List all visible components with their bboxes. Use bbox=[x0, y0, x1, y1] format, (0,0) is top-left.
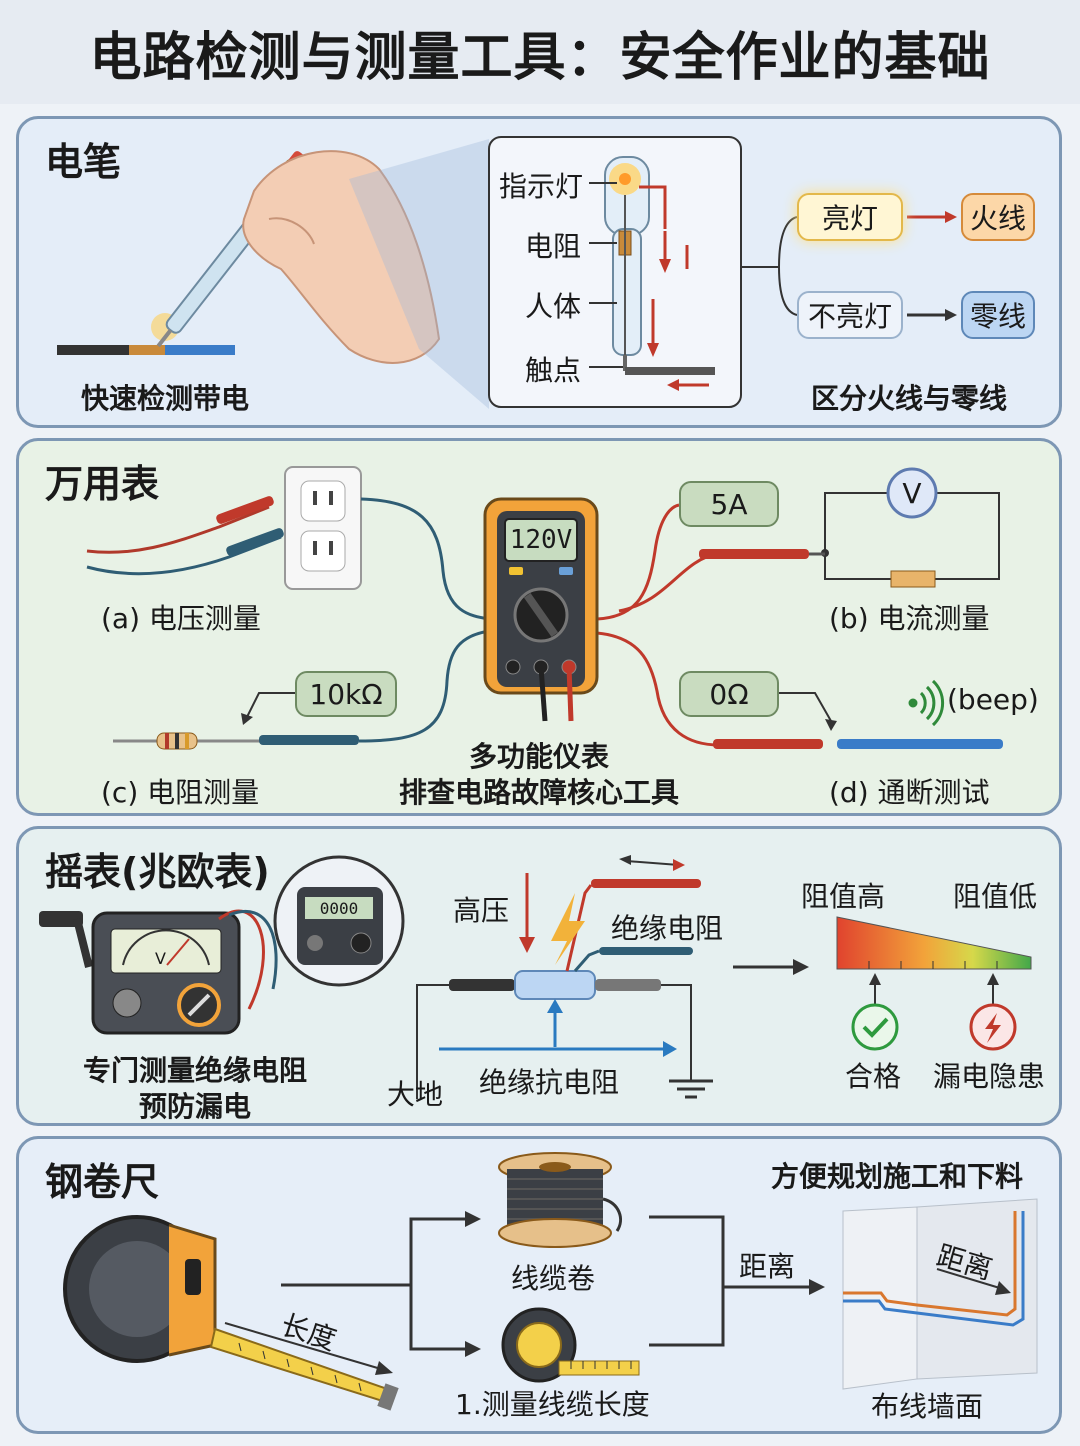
wiring-blue-line bbox=[843, 1211, 1025, 1327]
tape-caption-top: 方便规划施工和下料 bbox=[771, 1160, 1024, 1193]
wire-copper bbox=[129, 345, 165, 355]
contact-wire bbox=[625, 367, 715, 375]
panel-megger: 摇表(兆欧表) 0000 V 专门测量绝缘电阻 预防漏电 高压 绝缘电阻 大地 … bbox=[16, 826, 1062, 1126]
label-continuity: (d) 通断测试 bbox=[829, 776, 990, 809]
beep-icon bbox=[908, 679, 945, 727]
megger-caption-2: 预防漏电 bbox=[138, 1090, 251, 1123]
wiring-orange-line bbox=[843, 1211, 1017, 1317]
tape-title: 钢卷尺 bbox=[45, 1160, 160, 1204]
page-title: 电路检测与测量工具：安全作业的基础 bbox=[0, 0, 1080, 104]
label-resistance: (c) 电阻测量 bbox=[101, 776, 260, 809]
ground-symbol-icon bbox=[669, 1079, 713, 1099]
panel-tape-measure: 钢卷尺 方便规划施工和下料 长度 线缆卷 1.测量线缆长度 距离 距离 布线墙面 bbox=[16, 1136, 1062, 1434]
red-probe-icon bbox=[216, 496, 274, 524]
hand-icon bbox=[242, 150, 441, 364]
meter-display-value: 120V bbox=[509, 525, 573, 555]
pen-part-contact: 触点 bbox=[525, 354, 582, 387]
megger-red-probe-icon bbox=[591, 879, 701, 888]
wall-right-icon bbox=[916, 1198, 1038, 1380]
label-pass: 合格 bbox=[845, 1060, 902, 1093]
voltmeter-icon bbox=[886, 467, 938, 519]
test-pen-illustration bbox=[57, 136, 957, 409]
resistance-value-box: 10kΩ bbox=[295, 671, 397, 717]
meter-display bbox=[504, 518, 578, 562]
resistance-gradient-bar bbox=[836, 916, 1032, 970]
wire-black bbox=[57, 345, 129, 355]
live-box: 火线 bbox=[961, 193, 1035, 241]
label-low-resistance: 阻值低 bbox=[953, 880, 1038, 913]
meter-caption-2: 排查电路故障核心工具 bbox=[398, 776, 679, 809]
label-voltage: (a) 电压测量 bbox=[101, 602, 261, 635]
panel-multimeter: 万用表 120V (a) 电压测量 (b) 电流测量 (c) 电阻测量 (d) … bbox=[16, 438, 1062, 816]
multimeter-illustration bbox=[86, 466, 1003, 750]
dial-symbol: V bbox=[155, 949, 166, 968]
megger-title: 摇表(兆欧表) bbox=[45, 850, 270, 894]
continuity-value-box: 0Ω bbox=[679, 671, 779, 717]
label-current: (b) 电流测量 bbox=[829, 602, 990, 635]
label-cable-roll: 线缆卷 bbox=[511, 1262, 596, 1295]
megger-illustration bbox=[39, 855, 1032, 1099]
neutral-box: 零线 bbox=[961, 291, 1035, 339]
label-high-voltage: 高压 bbox=[453, 894, 510, 927]
resistance-probe-icon bbox=[259, 735, 359, 745]
voltmeter-symbol: V bbox=[902, 476, 922, 510]
current-probe-icon bbox=[699, 549, 809, 559]
crank-handle-icon bbox=[39, 911, 83, 927]
pen-caption-right: 区分火线与零线 bbox=[811, 382, 1008, 415]
lit-box: 亮灯 bbox=[797, 193, 903, 241]
unlit-box: 不亮灯 bbox=[797, 291, 903, 339]
lightning-icon bbox=[551, 893, 585, 965]
pen-part-indicator: 指示灯 bbox=[499, 170, 584, 203]
label-insulation-resistance: 绝缘电阻 bbox=[611, 912, 724, 945]
wall-left-icon bbox=[842, 1206, 918, 1390]
current-value-box: 5A bbox=[679, 481, 779, 527]
meter-title: 万用表 bbox=[45, 462, 160, 506]
label-distance: 距离 bbox=[739, 1250, 796, 1283]
pen-title: 电笔 bbox=[45, 140, 122, 184]
tape-measure-illustration bbox=[63, 1152, 1038, 1411]
load-resistor-icon bbox=[890, 570, 936, 588]
blue-probe-icon bbox=[226, 528, 284, 556]
meter-caption-1: 多功能仪表 bbox=[468, 740, 609, 773]
megger-caption-1: 专门测量绝缘电阻 bbox=[82, 1054, 307, 1087]
continuity-probe-icon bbox=[713, 739, 823, 749]
pass-check-icon bbox=[851, 1003, 899, 1051]
label-high-resistance: 阻值高 bbox=[801, 880, 886, 913]
label-insulation-to-ground: 绝缘抗电阻 bbox=[479, 1066, 620, 1099]
label-wall: 布线墙面 bbox=[871, 1390, 984, 1423]
pen-part-body: 人体 bbox=[525, 290, 582, 323]
label-measure-cable: 1.测量线缆长度 bbox=[455, 1388, 650, 1421]
insulation-sleeve-icon bbox=[514, 970, 596, 1000]
continuity-wire-icon bbox=[837, 739, 1003, 749]
label-leak: 漏电隐患 bbox=[933, 1060, 1046, 1093]
wire-blue bbox=[165, 345, 235, 355]
beep-label: (beep) bbox=[947, 683, 1039, 716]
label-ground: 大地 bbox=[387, 1078, 444, 1111]
pen-caption-left: 快速检测带电 bbox=[81, 382, 250, 415]
pen-part-resistor: 电阻 bbox=[525, 230, 582, 263]
digital-display-value: 0000 bbox=[319, 898, 359, 918]
panel-test-pen: 电笔 快速检测带电 区分火线与零线 指示灯 电阻 人体 触点 亮灯 火线 不亮灯… bbox=[16, 116, 1062, 428]
zoom-cone bbox=[349, 139, 489, 409]
